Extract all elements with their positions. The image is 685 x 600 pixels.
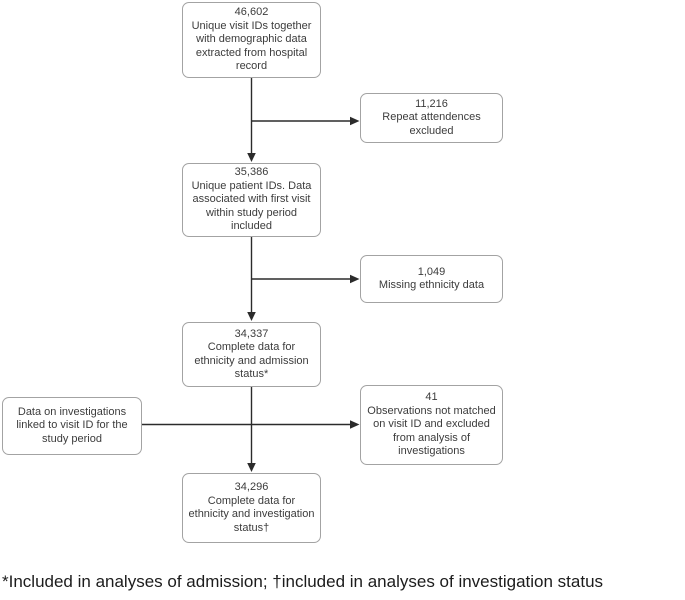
node-count: 46,602 [234,6,269,19]
flow-node-unique-patients: 35,386 Unique patient IDs. Data associat… [182,163,321,237]
node-count: 1,049 [417,265,446,278]
flow-node-missing-ethnicity: 1,049 Missing ethnicity data [360,255,503,303]
footnote: *Included in analyses of admission; †inc… [2,572,604,591]
arrowhead-right-icon [350,116,360,126]
node-count: 34,337 [234,327,269,340]
node-count: 41 [425,391,438,404]
node-label: Data on investigations linked to visit I… [16,405,128,445]
node-label: Complete data for ethnicity and investig… [188,494,315,534]
arrowhead-down-icon [247,153,256,162]
flow-node-unmatched-excluded: 41 Observations not matched on visit ID … [360,385,503,465]
flow-node-investigation-complete: 34,296 Complete data for ethnicity and i… [182,473,321,543]
arrowhead-down-icon [247,463,256,472]
node-label: Repeat attendences excluded [382,111,481,137]
flow-node-unique-visits: 46,602 Unique visit IDs together with de… [182,2,321,78]
node-label: Unique patient IDs. Data associated with… [191,179,312,233]
arrowhead-down-icon [247,312,256,321]
flow-node-repeat-attendences-excluded: 11,216 Repeat attendences excluded [360,93,503,143]
node-label: Missing ethnicity data [378,279,485,291]
node-count: 34,296 [234,481,269,493]
arrowhead-right-icon [350,420,360,429]
node-count: 11,216 [415,97,448,110]
arrowhead-right-icon [350,274,360,284]
node-label: Unique visit IDs together with demograph… [191,19,312,73]
node-label: Observations not matched on visit ID and… [367,404,496,458]
node-count: 35,386 [234,166,269,179]
flow-node-investigations-source: Data on investigations linked to visit I… [2,397,142,455]
flow-node-admission-complete: 34,337 Complete data for ethnicity and a… [182,322,321,387]
node-label: Complete data for ethnicity and admissio… [194,341,309,380]
